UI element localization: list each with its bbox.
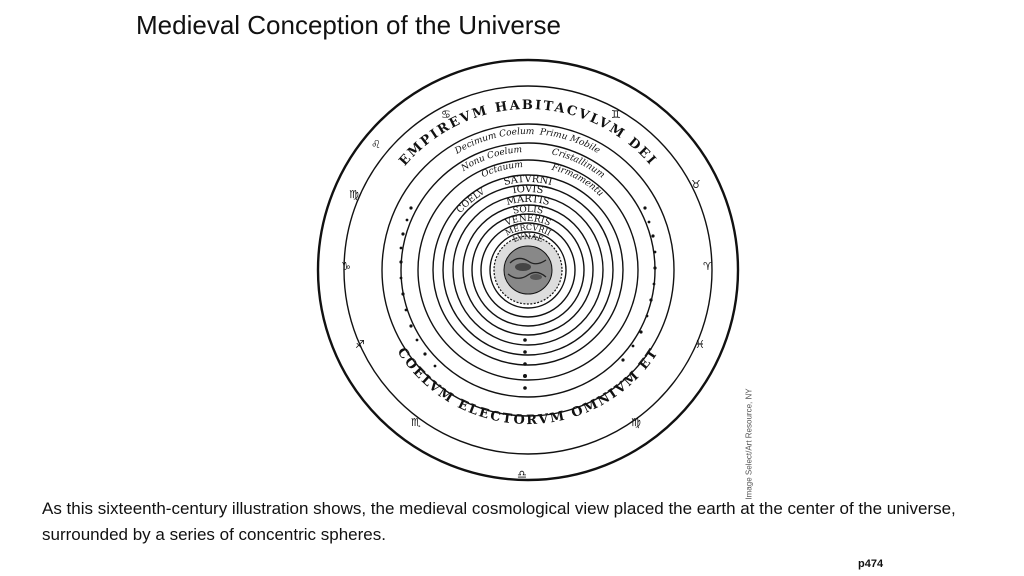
jupiter-ring: [442, 184, 614, 356]
slide-caption: As this sixteenth-century illustration s…: [42, 499, 956, 544]
earth-center: [493, 235, 563, 305]
mercury-ring: [480, 222, 576, 318]
image-credit: Image Select/Art Resource, NY: [744, 388, 754, 500]
label-veneris: VENERIS: [503, 214, 552, 229]
mars-ring: [452, 194, 604, 346]
label-saturni: SATVRNI: [503, 174, 554, 188]
sphere-rings: [316, 58, 740, 482]
empyrean-inner-ring: [343, 85, 713, 455]
outer-label-bottom: COELVM ELECTORVM OMNIVM ET: [394, 345, 662, 428]
firmament-stars: [399, 206, 657, 390]
label-lvnae: LVNAE: [511, 232, 544, 244]
venus-ring: [471, 213, 585, 327]
svg-text:♋: ♋: [441, 108, 451, 121]
svg-text:♉: ♉: [691, 178, 701, 191]
cosmos-illustration: EMPIREVM HABITACVLVM DEI COELVM ELECTORV…: [311, 48, 745, 492]
zodiac-glyphs: ♍ ♑ ♐ ♏ ♎ ♍ ♓ ♈ ♉ ♊ ♋ ♌: [341, 108, 713, 481]
decimum-ring: [381, 123, 675, 417]
svg-text:♊: ♊: [611, 108, 621, 121]
moon-ring: [489, 231, 567, 309]
saturn-ring: [432, 174, 624, 366]
svg-text:♌: ♌: [371, 138, 381, 151]
svg-text:♑: ♑: [341, 260, 351, 273]
svg-text:♏: ♏: [411, 416, 421, 429]
cosmos-diagram: EMPIREVM HABITACVLVM DEI COELVM ELECTORV…: [316, 58, 740, 482]
page-number: p474: [858, 558, 884, 570]
label-iovis: IOVIS: [512, 184, 544, 196]
octauum-ring: [417, 159, 639, 381]
nonum-ring: [400, 142, 656, 398]
svg-text:♍: ♍: [349, 188, 359, 201]
label-martis: MARTIS: [505, 194, 551, 208]
svg-text:♐: ♐: [355, 338, 365, 351]
svg-text:♓: ♓: [695, 338, 705, 351]
slide-title: Medieval Conception of the Universe: [136, 10, 561, 40]
label-primum-mobile: Primu Mobile: [538, 127, 601, 156]
label-solis: SOLIS: [512, 205, 544, 217]
svg-text:♈: ♈: [703, 260, 713, 273]
svg-text:♍: ♍: [631, 416, 641, 429]
outer-ring: [316, 58, 740, 482]
svg-text:♎: ♎: [517, 468, 527, 481]
sun-ring: [462, 204, 594, 336]
